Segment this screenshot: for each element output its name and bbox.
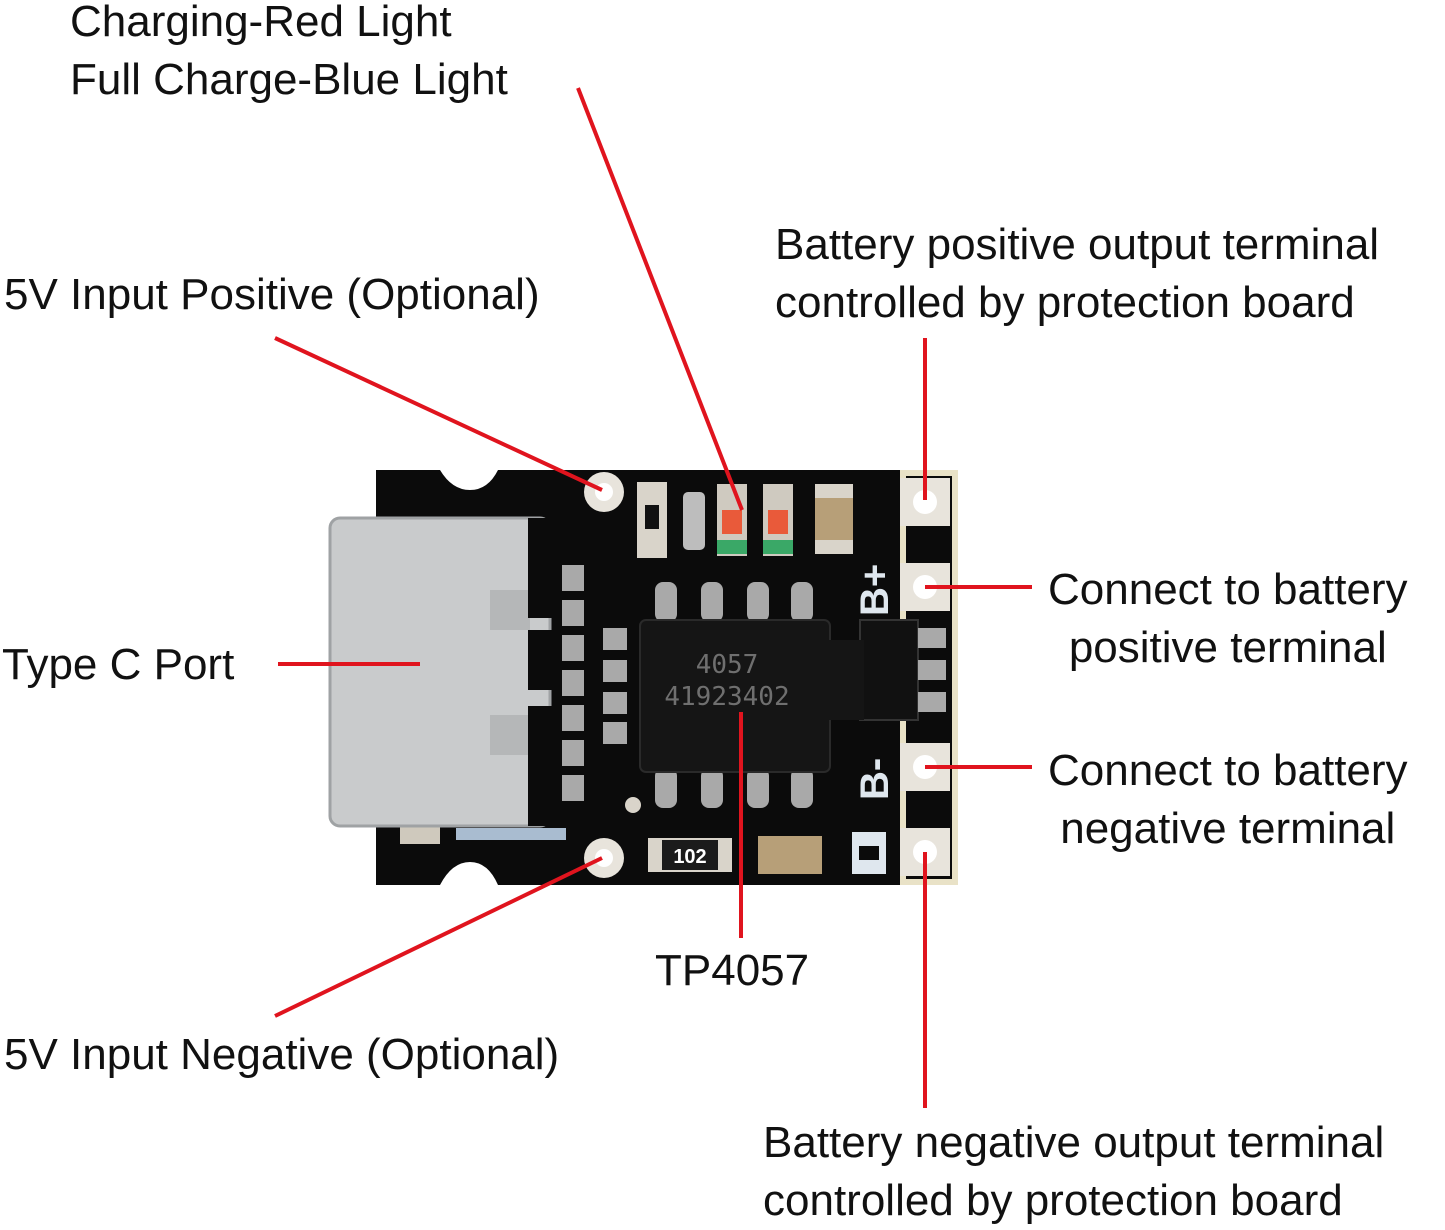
resistor-code: 102 — [673, 846, 706, 868]
tp4057-chip: 4057 41923402 — [639, 582, 864, 808]
label-batt-positive-line2: positive terminal — [1068, 623, 1387, 672]
label-in-negative: 5V Input Negative (Optional) — [4, 1026, 559, 1084]
silk-b-minus: B- — [853, 758, 897, 800]
label-type-c-text: Type C Port — [2, 640, 235, 689]
label-chip-text: TP4057 — [655, 946, 810, 995]
leader-line-led — [576, 87, 744, 511]
label-type-c: Type C Port — [2, 636, 234, 694]
leader-line-in-negative — [274, 856, 603, 1018]
label-out-positive-line2: controlled by protection board — [775, 278, 1355, 327]
silkscreen: B+ B- — [852, 564, 897, 874]
label-batt-negative-line1: Connect to battery — [1048, 746, 1408, 795]
label-batt-negative: Connect to battery negative terminal — [1048, 742, 1408, 858]
smd-components: 102 — [603, 482, 946, 874]
leader-lines — [274, 87, 1032, 1108]
chip-marking-1: 4057 — [696, 650, 759, 680]
label-out-positive: Battery positive output terminal control… — [775, 216, 1379, 332]
type-c-connector — [328, 516, 584, 828]
label-batt-positive: Connect to battery positive terminal — [1048, 561, 1408, 677]
label-led-status: Charging-Red Light Full Charge-Blue Ligh… — [70, 0, 508, 109]
leader-line-in-positive — [274, 336, 603, 492]
label-in-positive: 5V Input Positive (Optional) — [4, 266, 540, 324]
label-led-line1: Charging-Red Light — [70, 0, 452, 46]
input-pads — [400, 472, 641, 878]
label-out-negative-line2: controlled by protection board — [763, 1176, 1343, 1225]
chip-marking-2: 41923402 — [664, 682, 789, 712]
silk-b-plus: B+ — [853, 564, 897, 616]
label-out-negative: Battery negative output terminal control… — [763, 1114, 1384, 1230]
label-out-negative-line1: Battery negative output terminal — [763, 1118, 1385, 1167]
label-in-positive-text: 5V Input Positive (Optional) — [4, 270, 540, 319]
label-batt-positive-line1: Connect to battery — [1048, 565, 1408, 614]
label-out-positive-line1: Battery positive output terminal — [775, 220, 1380, 269]
label-led-line2: Full Charge-Blue Light — [70, 55, 508, 104]
label-chip: TP4057 — [655, 942, 809, 1000]
label-in-negative-text: 5V Input Negative (Optional) — [4, 1030, 560, 1079]
label-batt-negative-line2: negative terminal — [1060, 804, 1396, 853]
